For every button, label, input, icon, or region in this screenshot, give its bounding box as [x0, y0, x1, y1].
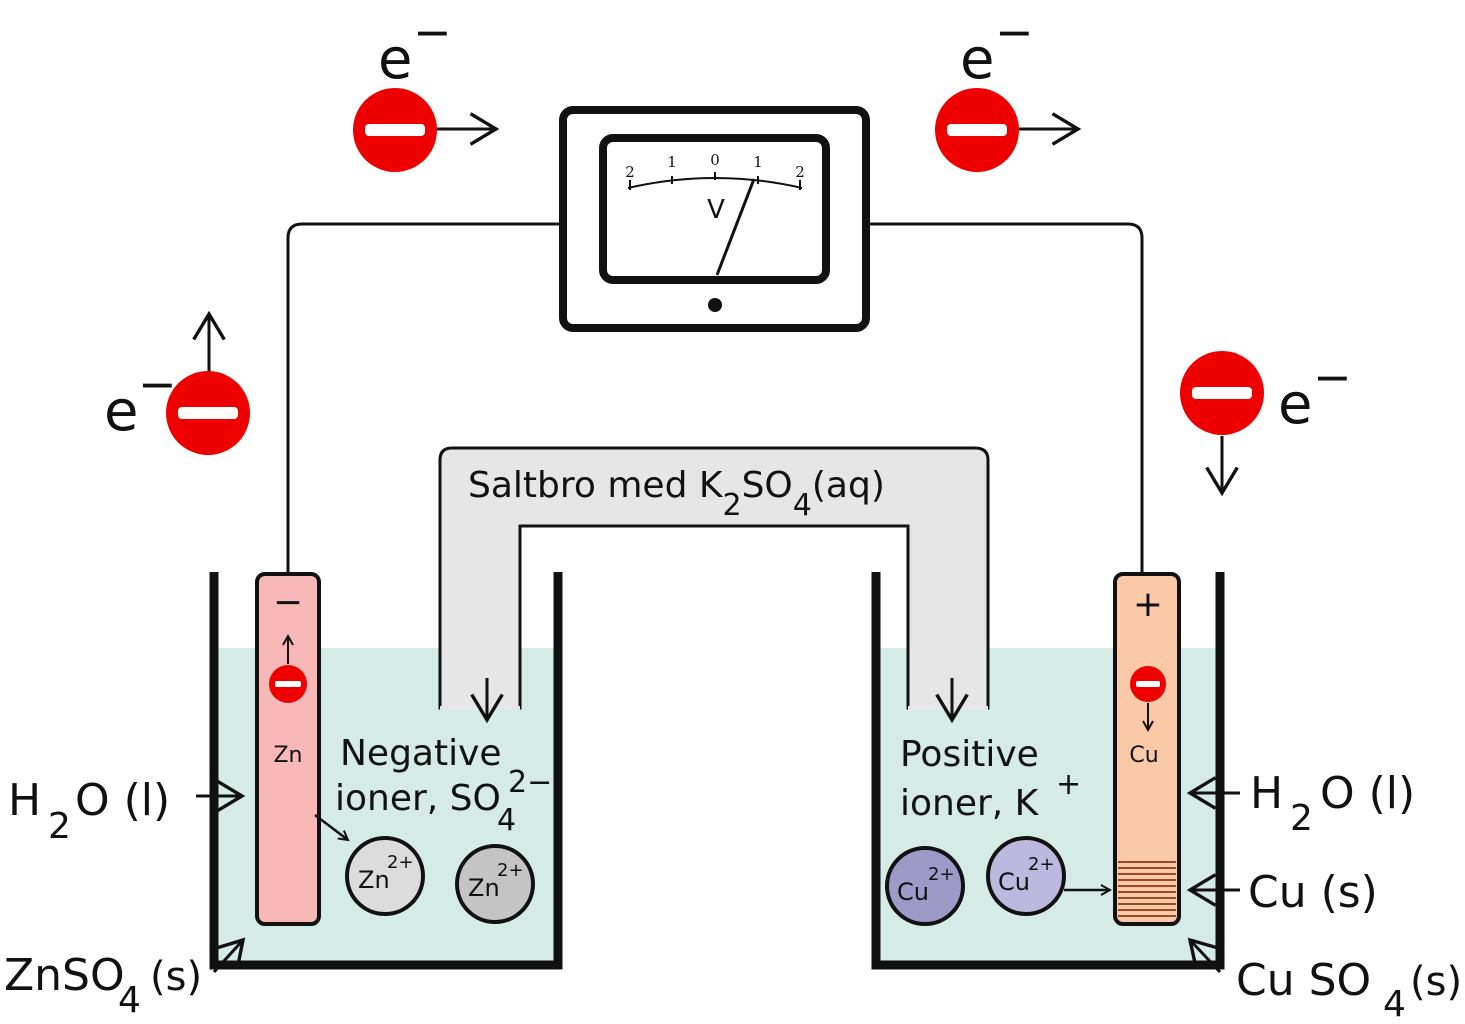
negative-ions-sub: 4 [497, 803, 516, 838]
voltmeter-pivot [708, 298, 722, 312]
svg-text:−: − [995, 5, 1034, 59]
svg-text:4: 4 [1383, 984, 1406, 1024]
cu-ion-1: Cu 2+ [885, 846, 965, 926]
svg-text:2: 2 [1290, 798, 1313, 839]
left-water-label: H 2 O (l) [8, 775, 170, 847]
voltmeter-tick-label: 2 [795, 163, 805, 181]
svg-text:2+: 2+ [1028, 854, 1055, 875]
electron-right-wire: e − [1180, 350, 1352, 497]
right-solution-arrow [1187, 937, 1222, 974]
svg-text:−: − [138, 357, 177, 411]
svg-text:e: e [1278, 372, 1312, 437]
svg-text:e: e [378, 27, 412, 92]
wire-right [866, 222, 1144, 575]
right-water-label: H 2 O (l) [1250, 768, 1415, 839]
right-beaker [871, 572, 1225, 970]
negative-ions-line2: ioner, SO [335, 778, 501, 819]
positive-ions-line2: ioner, K [900, 783, 1040, 824]
svg-text:Zn: Zn [358, 866, 390, 894]
copper-electrode [1113, 572, 1181, 926]
zn-ion-arrow [314, 814, 348, 840]
svg-text:4: 4 [118, 980, 141, 1021]
wire-left [286, 222, 563, 575]
voltmeter-needle [715, 178, 756, 276]
svg-text:(s): (s) [150, 954, 202, 1000]
copper-deposit [1118, 861, 1176, 917]
zn-ion-2: Zn 2+ [455, 844, 535, 924]
copper-electrode-label: Cu [1129, 743, 1158, 768]
svg-text:Cu: Cu [897, 878, 929, 906]
zn-ion-1: Zn 2+ [345, 836, 425, 916]
svg-text:2+: 2+ [497, 860, 524, 881]
svg-text:−: − [413, 5, 452, 59]
right-solid-label: Cu (s) [1248, 867, 1378, 918]
voltmeter-symbol: V [707, 195, 725, 225]
voltmeter-tick-label: 1 [753, 153, 763, 171]
voltmeter-tick-label: 2 [625, 163, 635, 181]
svg-text:2+: 2+ [387, 852, 414, 873]
salt-bridge-label: Saltbro med K2SO4(aq) [468, 465, 885, 523]
left-solid-label: ZnSO 4 (s) [4, 950, 202, 1021]
electron-top-right: e − [935, 5, 1082, 172]
right-solution-label: Cu SO 4 (s) [1236, 955, 1462, 1024]
svg-text:Zn: Zn [468, 874, 500, 902]
left-beaker [209, 572, 563, 970]
cu-ion-2: Cu 2+ [986, 836, 1066, 916]
voltmeter: 2 1 0 1 2 V [559, 106, 870, 332]
svg-text:−: − [1313, 350, 1352, 404]
zinc-electrode-sign: − [273, 582, 303, 623]
svg-text:2+: 2+ [928, 864, 955, 885]
svg-text:Cu SO: Cu SO [1236, 955, 1371, 1006]
voltmeter-tick-label: 1 [667, 153, 677, 171]
positive-ions-sup: + [1056, 767, 1081, 802]
svg-text:H: H [8, 775, 41, 826]
svg-text:(s): (s) [1410, 959, 1462, 1005]
svg-text:2: 2 [48, 806, 71, 847]
svg-text:O (l): O (l) [75, 775, 170, 826]
copper-electrode-sign: + [1133, 584, 1163, 625]
zinc-electrode-electron [269, 636, 307, 703]
svg-text:e: e [960, 27, 994, 92]
negative-ions-sup: 2− [508, 765, 552, 800]
zinc-electrode [255, 572, 321, 926]
svg-text:ZnSO: ZnSO [4, 950, 125, 1001]
electron-left-wire: e − [104, 310, 250, 455]
svg-text:Cu: Cu [998, 868, 1030, 896]
svg-text:e: e [104, 379, 138, 444]
svg-text:H: H [1250, 768, 1283, 819]
voltmeter-tick-label: 0 [710, 151, 720, 169]
positive-ions-line1: Positive [900, 734, 1039, 775]
negative-ions-line1: Negative [340, 733, 502, 774]
left-solid-arrow [212, 937, 246, 974]
svg-text:O (l): O (l) [1320, 768, 1415, 819]
zinc-electrode-label: Zn [273, 743, 302, 768]
copper-electrode-electron [1130, 666, 1166, 730]
electron-top-left: e − [353, 5, 500, 172]
